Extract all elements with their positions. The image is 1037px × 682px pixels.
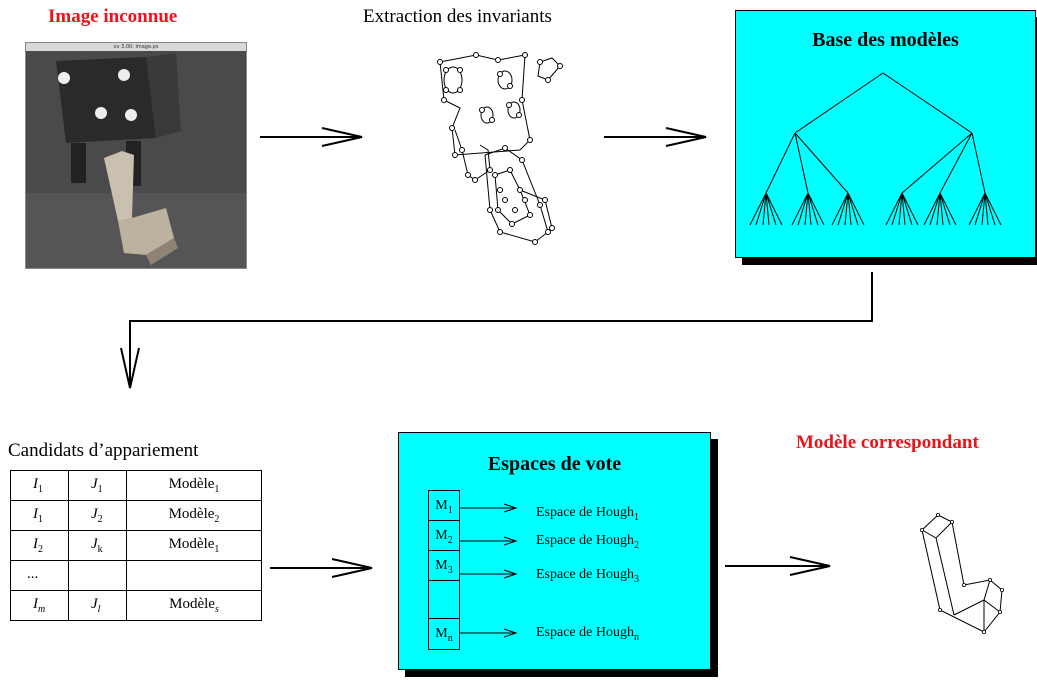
- photo-scene: [26, 51, 246, 268]
- unknown-image-title: Image inconnue: [48, 6, 178, 27]
- arrow-right-icon: [725, 556, 831, 576]
- vote-slot: M3: [429, 551, 459, 581]
- hough-space-label: Espace de Hough3: [536, 567, 639, 585]
- extraction-title: Extraction des invariants: [363, 6, 552, 27]
- invariants-sketch: [439, 54, 561, 243]
- table-row: Im Jl Modèles: [10, 590, 262, 621]
- vote-slot: M1: [429, 491, 459, 521]
- hough-space-label: Espace de Hough1: [536, 505, 639, 523]
- arrow-right-icon: [260, 127, 363, 147]
- table-row: I1 J2 Modèle2: [10, 500, 262, 531]
- vote-slot: Mn: [435, 626, 453, 644]
- connector-arrow: [120, 272, 873, 389]
- unknown-image-photo: xv 3.00: image.ps: [25, 42, 247, 269]
- table-row: ...: [10, 560, 262, 591]
- arrow-right-icon: [270, 558, 373, 578]
- model-base-box: Base des modèles: [735, 10, 1036, 258]
- hough-space-label: Espace de Houghn: [536, 625, 639, 643]
- vote-spaces-title: Espaces de vote: [487, 453, 622, 475]
- table-row: I2 Jk Modèle1: [10, 530, 262, 561]
- matching-model-wireframe: [921, 514, 1003, 633]
- vote-spaces-box: Espaces de vote: [398, 432, 711, 670]
- candidates-table: I1 J1 Modèle1 I1 J2 Modèle2 I2 Jk Modèle…: [10, 470, 262, 621]
- vote-slots: M1 M2 M3 Mn: [428, 490, 460, 650]
- vote-slot-empty: [429, 581, 459, 619]
- arrow-right-icon: [604, 127, 707, 147]
- matching-model-title: Modèle correspondant: [796, 432, 979, 453]
- candidates-title: Candidats d’appariement: [8, 440, 199, 461]
- invariant-points: [437, 52, 563, 245]
- hough-space-label: Espace de Hough2: [536, 533, 639, 551]
- vote-slot: M2: [429, 521, 459, 551]
- model-base-title: Base des modèles: [812, 29, 959, 51]
- table-row: I1 J1 Modèle1: [10, 470, 262, 501]
